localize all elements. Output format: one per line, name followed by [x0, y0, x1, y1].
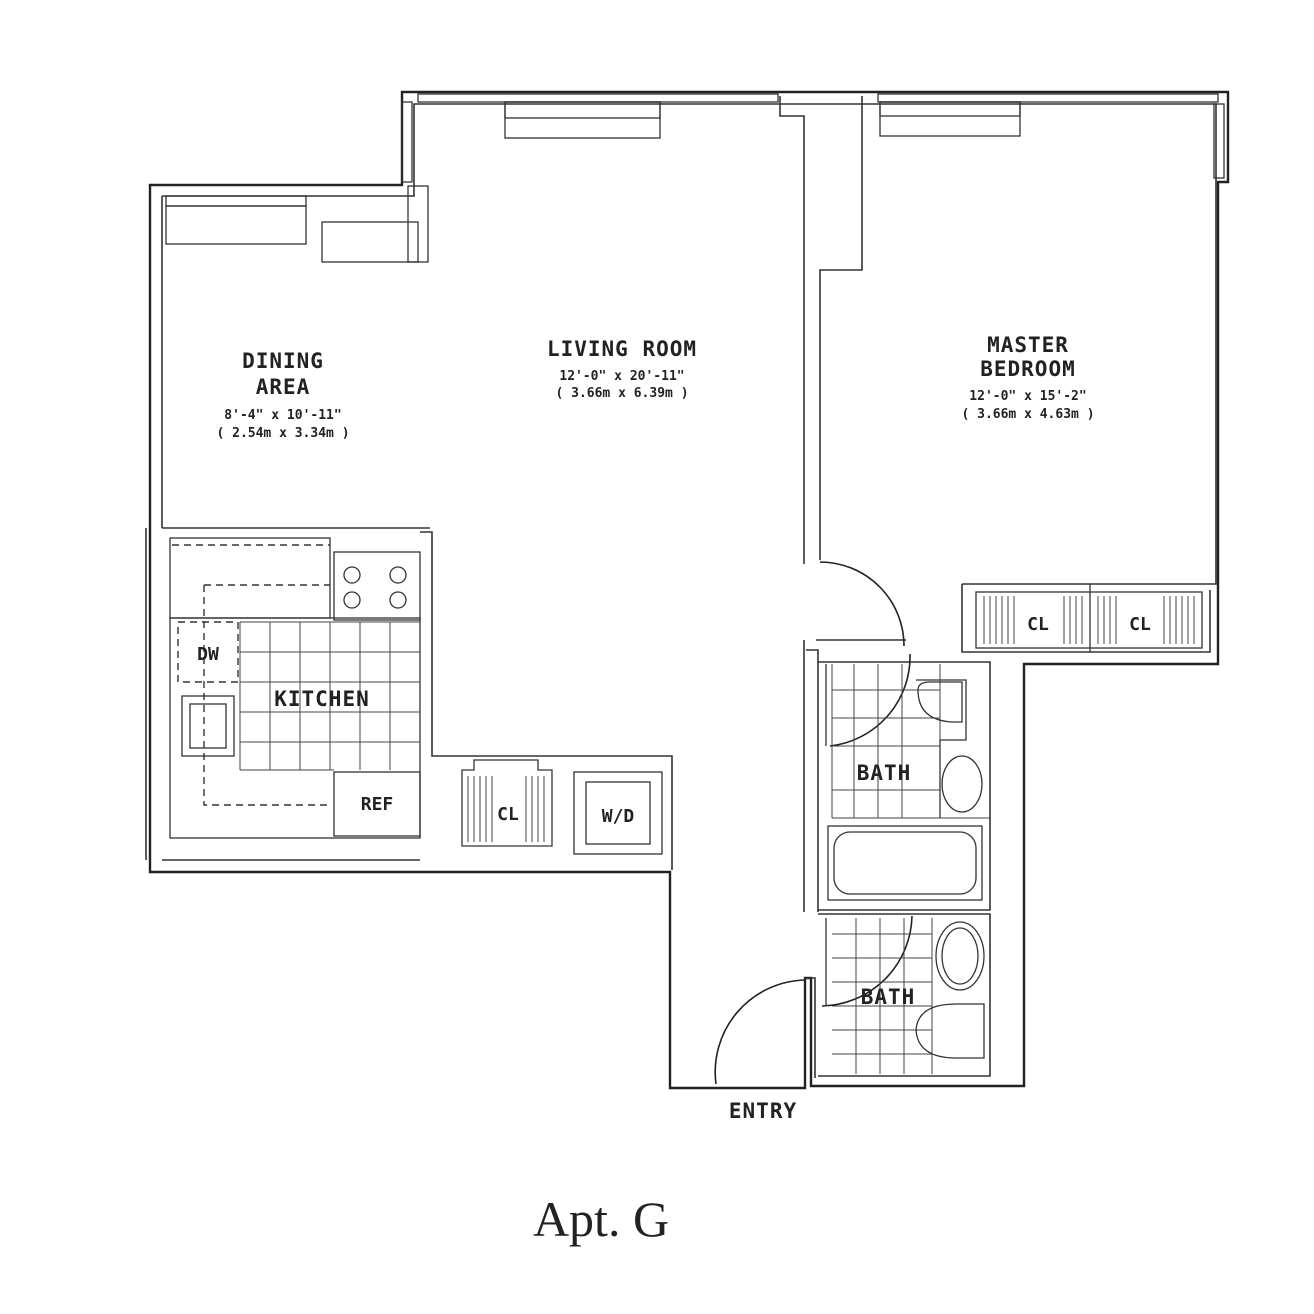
dining-dimension-metric: ( 2.54m x 3.34m ): [216, 426, 349, 441]
bedroom-closet-right-label: CL: [1129, 614, 1151, 635]
room-labels: DINING AREA 8'-4" x 10'-11" ( 2.54m x 3.…: [197, 333, 1151, 1123]
bath-fixtures: [827, 664, 990, 1074]
interior-walls: [162, 96, 1211, 1078]
dishwasher-label: DW: [197, 644, 219, 665]
bedroom-label-line2: BEDROOM: [980, 357, 1076, 381]
bath-upper-label: BATH: [857, 761, 912, 785]
refrigerator-label: REF: [361, 794, 394, 815]
bedroom-label-line1: MASTER: [987, 333, 1069, 357]
entry-label: ENTRY: [729, 1099, 797, 1123]
bath-lower-label: BATH: [861, 985, 916, 1009]
bedroom-closets: [975, 584, 1203, 652]
hall-closets: [461, 759, 663, 855]
exterior-walls: [145, 90, 1230, 1090]
windows: [165, 93, 1225, 263]
living-room-label: LIVING ROOM: [547, 337, 697, 361]
living-dimension-metric: ( 3.66m x 6.39m ): [555, 386, 688, 401]
bedroom-dimension-imperial: 12'-0" x 15'-2": [969, 389, 1086, 404]
bedroom-dimension-metric: ( 3.66m x 4.63m ): [961, 407, 1094, 422]
plan-caption: Apt. G: [533, 1191, 669, 1247]
washer-dryer-label: W/D: [602, 806, 635, 827]
dining-dimension-imperial: 8'-4" x 10'-11": [224, 408, 341, 423]
bedroom-closet-left-label: CL: [1027, 614, 1049, 635]
kitchen-fixtures: [169, 537, 421, 839]
dining-label-line2: AREA: [256, 375, 311, 399]
hall-closet-label: CL: [497, 804, 519, 825]
dining-label-line1: DINING: [242, 349, 324, 373]
kitchen-label: KITCHEN: [274, 687, 370, 711]
living-dimension-imperial: 12'-0" x 20'-11": [559, 369, 684, 384]
